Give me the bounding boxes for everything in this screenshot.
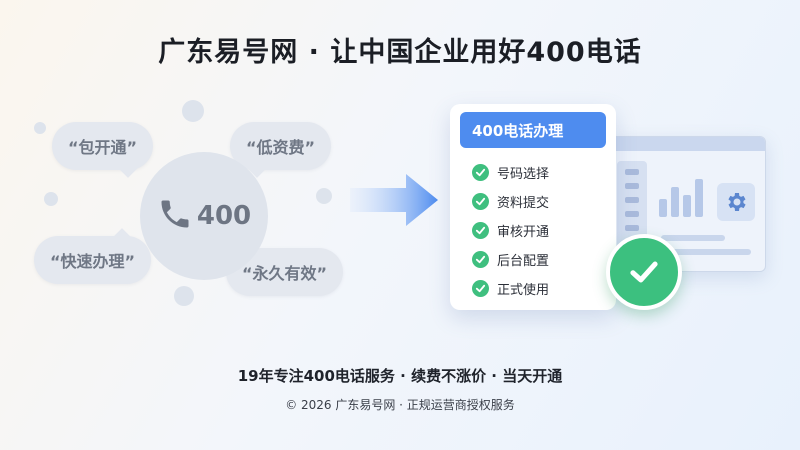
check-circle-icon: [472, 164, 489, 181]
page-title: 广东易号网 · 让中国企业用好400电话: [158, 37, 642, 68]
arrow-right-icon: [350, 172, 440, 228]
step-label: 资料提交: [497, 196, 550, 211]
bubble-low-cost: “低资费”: [230, 122, 332, 170]
decor-dot: [34, 122, 46, 134]
step-label: 后台配置: [497, 254, 550, 269]
check-circle-icon: [472, 193, 489, 210]
decor-dot: [316, 188, 332, 204]
gear-icon: [717, 183, 755, 221]
phone-number-400: 400: [196, 201, 252, 231]
footer-copyright: © 2026 广东易号网 · 正规运营商授权服务: [285, 398, 515, 412]
window-titlebar: [609, 137, 765, 151]
big-check-icon: [606, 234, 682, 310]
check-circle-icon: [472, 222, 489, 239]
phone-icon: [157, 196, 193, 236]
check-circle-icon: [472, 251, 489, 268]
decor-dot: [182, 100, 204, 122]
bubble-fast: “快速办理”: [34, 236, 152, 284]
list-item: 号码选择: [472, 158, 616, 187]
list-item: 资料提交: [472, 187, 616, 216]
list-item: 正式使用: [472, 274, 616, 303]
step-label: 正式使用: [497, 283, 550, 298]
list-item: 审核开通: [472, 216, 616, 245]
phone-badge: 400: [140, 152, 268, 280]
step-label: 号码选择: [497, 167, 550, 182]
bubble-permanent: “永久有效”: [226, 248, 344, 296]
card-title: 400电话办理: [460, 112, 606, 148]
process-card: 400电话办理 号码选择 资料提交 审核开通 后台配置 正式使用: [450, 104, 616, 310]
feature-bubbles-cluster: “包开通” “低资费” “快速办理” “永久有效” 400: [30, 100, 350, 320]
process-steps-list: 号码选择 资料提交 审核开通 后台配置 正式使用: [450, 148, 616, 303]
slogan: 19年专注400电话服务 · 续费不涨价 · 当天开通: [237, 367, 563, 385]
step-label: 审核开通: [497, 225, 550, 240]
check-circle-icon: [472, 280, 489, 297]
decor-dot: [174, 286, 194, 306]
decor-dot: [44, 192, 58, 206]
bubble-open: “包开通”: [52, 122, 154, 170]
bar-chart-icon: [659, 173, 713, 217]
list-item: 后台配置: [472, 245, 616, 274]
